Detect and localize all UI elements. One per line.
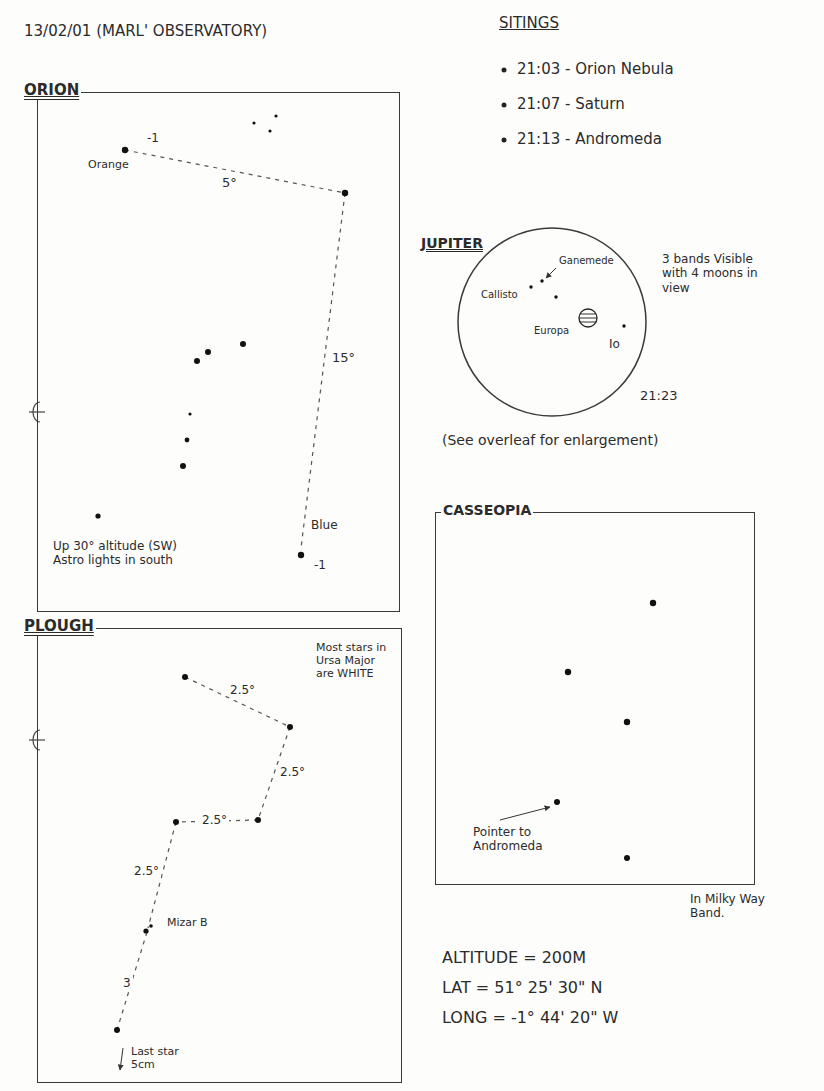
box-heading: ORION: [22, 81, 81, 99]
box-note: Europa: [532, 325, 571, 337]
constellation-box: CASSEOPIAPointer to Andromeda: [435, 512, 755, 885]
angle-label: 2.5°: [278, 765, 307, 779]
sighting-entry: 21:03 - Orion Nebula: [515, 60, 676, 78]
bullets: [502, 68, 507, 143]
angle-label: 5°: [220, 175, 239, 191]
star-colour: Orange: [86, 158, 131, 171]
angle-label: 2.5°: [132, 864, 161, 878]
site-data: ALTITUDE = 200M: [440, 948, 588, 967]
sighting-entry: 21:13 - Andromeda: [515, 130, 664, 148]
box-note: Last star 5cm: [129, 1045, 195, 1071]
note: 3 bands Visible with 4 moons in view: [660, 252, 764, 295]
plough-lines: [117, 677, 290, 1030]
orion-stars: [95, 114, 348, 558]
box-note: Most stars in Ursa Major are WHITE: [314, 641, 396, 681]
box-note: Io: [607, 337, 622, 351]
note: (See overleaf for enlargement): [440, 432, 660, 449]
angle-label: 2.5°: [200, 813, 229, 827]
jupiter-view: [529, 268, 625, 328]
box-heading: PLOUGH: [22, 617, 96, 635]
angle-label: 3: [121, 976, 133, 990]
section-heading: SITINGS: [497, 14, 561, 32]
box-heading: JUPITER: [419, 235, 485, 252]
magnitude: -1: [145, 131, 161, 145]
site-data: LONG = -1° 44' 20" W: [440, 1008, 620, 1027]
time-label: 21:23: [638, 388, 679, 404]
last-star-arrow: [120, 1048, 123, 1070]
plough-stars: [114, 674, 293, 1033]
circle-outline: [457, 227, 647, 417]
sighting-entry: 21:07 - Saturn: [515, 95, 627, 113]
pointer-arrow: [500, 807, 550, 820]
orion-lines: [125, 150, 345, 548]
star-colour: Blue: [309, 518, 340, 532]
casseopia-stars: [554, 600, 656, 861]
site-data: LAT = 51° 25' 30" N: [440, 978, 604, 997]
angle-label: 15°: [330, 350, 357, 366]
eyepiece-circle: JUPITERGanemedeCallistoEuropaIo: [457, 227, 647, 417]
magnitude: -1: [312, 558, 328, 572]
box-note: Pointer to Andromeda: [471, 825, 570, 854]
box-heading: CASSEOPIA: [441, 502, 533, 519]
constellation-box: PLOUGHMost stars in Ursa Major are WHITE…: [37, 628, 402, 1083]
angle-label: 2.5°: [228, 683, 257, 697]
box-note: Mizar B: [165, 916, 210, 929]
note: In Milky Way Band.: [688, 892, 776, 921]
box-note: Callisto: [479, 289, 520, 301]
page-title: 13/02/01 (MARL' OBSERVATORY): [22, 22, 269, 40]
box-note: Ganemede: [557, 255, 616, 267]
box-note: Up 30° altitude (SW) Astro lights in sou…: [51, 539, 205, 568]
